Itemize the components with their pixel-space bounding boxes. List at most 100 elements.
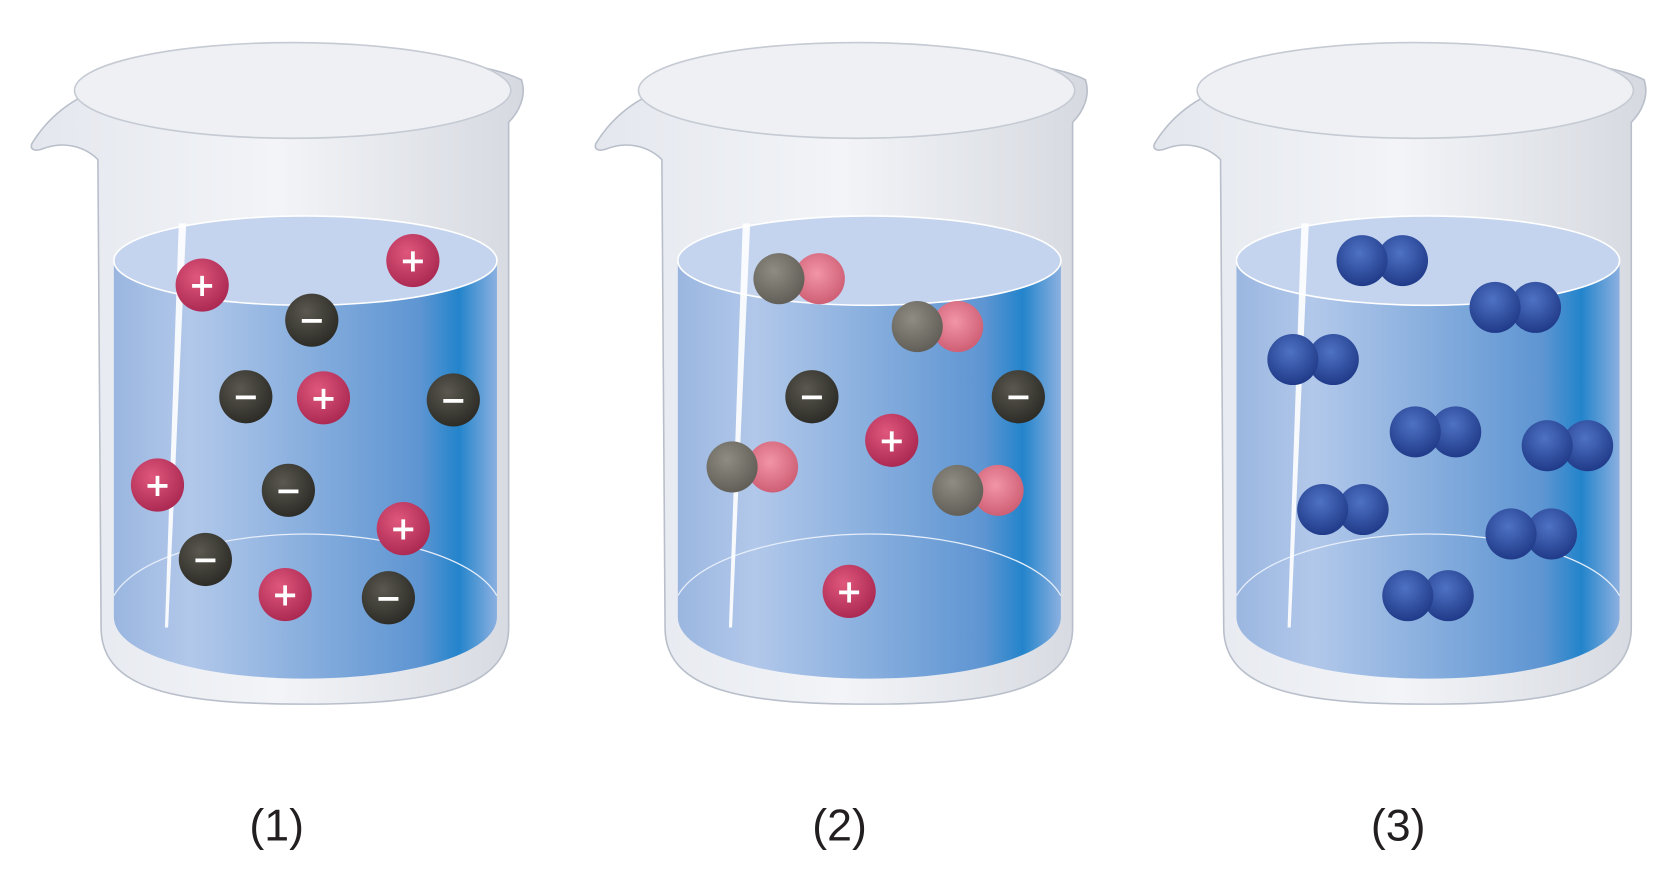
beaker-bottom-line [113,533,498,596]
atom-gray [891,301,943,353]
anion-sphere [361,571,415,625]
molecule-blue [1267,333,1359,386]
atom-blue [1469,281,1521,333]
anion-sign: − [440,381,467,419]
atom-blue [1307,333,1359,386]
beaker-label-1: (1) [249,801,304,850]
water-surface [677,215,1062,307]
cation-sign: + [272,576,299,614]
molecule-blue [1485,508,1577,560]
cation: + [386,234,440,288]
glass-highlight [164,223,187,628]
cation-sphere [822,564,876,618]
anion: − [991,370,1045,424]
molecule-blue [1382,570,1474,622]
molecule-gray-pink [706,441,799,493]
atom-gray [932,464,984,516]
anion: − [219,370,273,424]
atom-pink [972,464,1024,516]
cation: + [175,258,229,312]
molecule-gray-pink [891,301,984,353]
atom-blue [1521,420,1573,472]
atom-blue [1422,570,1474,622]
atom-gray [753,253,805,305]
beaker-bottom-line [1235,533,1621,596]
cation-sphere [386,234,440,288]
cation-sphere [258,567,312,622]
atom-blue [1337,483,1389,536]
molecule-blue [1389,406,1482,458]
cation: + [296,371,351,425]
atom-blue [1562,420,1614,472]
atom-blue [1376,235,1429,287]
cation-sphere [175,258,229,312]
beaker-2 [594,41,1088,705]
anion-sphere [178,532,232,587]
anion-sign: − [275,471,302,509]
cation-sign: + [189,266,216,304]
atom-pink [793,253,845,305]
anion: − [426,373,480,427]
glass-highlight [1287,223,1309,628]
atom-blue [1382,570,1434,622]
atom-blue [1430,406,1482,458]
glass-highlight [728,223,751,628]
beaker-bottom-line [677,533,1062,596]
cation-sign: + [310,379,337,417]
anion-sphere [785,370,839,424]
molecule-gray-pink [753,253,845,305]
cation-sphere [376,502,430,556]
cation: + [376,502,430,556]
molecule-blue [1469,281,1562,333]
molecule-blue [1521,420,1614,472]
atom-blue [1509,281,1562,333]
cation-sphere [296,371,351,425]
cation: + [865,413,919,467]
cation: + [130,458,185,512]
atom-blue [1485,508,1537,560]
cation-sphere [865,413,919,467]
atom-blue [1389,406,1441,458]
anion-sphere [991,370,1045,424]
anion: − [285,293,339,347]
atom-blue [1336,235,1388,287]
anion-sign: − [232,378,259,416]
cation-sign: + [836,572,863,610]
atom-blue [1525,508,1577,560]
cation-sign: + [400,242,427,280]
atom-pink [747,441,799,493]
beaker-rim [637,41,1076,140]
atom-blue [1297,483,1349,536]
anion: − [785,370,839,424]
cation-sphere [130,458,185,512]
atom-blue [1267,333,1319,386]
anion-sign: − [192,540,219,578]
atom-pink [932,301,984,353]
anion-sphere [219,370,273,424]
molecule-blue [1297,483,1389,536]
molecule-gray-pink [932,464,1024,516]
beaker-rim [73,41,512,140]
anion-sign: − [799,378,826,416]
beaker-label-3: (3) [1371,801,1426,850]
anion-sign: − [1005,378,1032,416]
water [677,260,1061,679]
molecule-blue [1336,235,1429,287]
particles: ++++++−−−−−−++−− [130,234,1614,625]
anion: − [178,532,232,587]
anion-sphere [426,373,480,427]
anion-sphere [261,463,315,517]
beaker-rim [1196,41,1635,140]
cation-sign: + [144,466,171,504]
anion-sphere [285,293,339,347]
anion-sign: − [375,579,402,617]
cation: + [258,567,312,622]
beaker-label-2: (2) [812,801,867,850]
cation-sign: + [390,510,417,548]
anion-sign: − [298,301,325,339]
cation: + [822,564,876,618]
cation-sign: + [878,421,905,459]
anion: − [361,571,415,625]
anion: − [261,463,315,517]
